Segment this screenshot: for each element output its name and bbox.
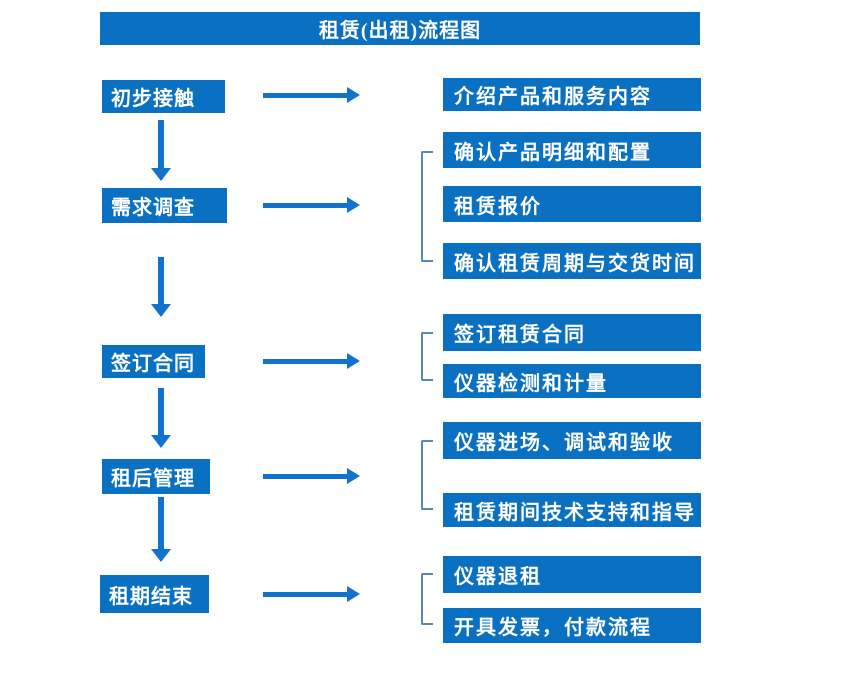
down-arrow-icon-2 [151, 257, 171, 317]
down-arrow-icon-3 [151, 388, 171, 448]
detail-box-instrument-entry-acceptance: 仪器进场、调试和验收 [443, 422, 701, 459]
group-bracket-icon-rental-end [421, 573, 433, 625]
detail-box-instrument-inspection: 仪器检测和计量 [443, 364, 701, 398]
detail-box-confirm-rental-period: 确认租赁周期与交货时间 [443, 243, 701, 279]
group-bracket-icon-sign-contract [421, 332, 433, 381]
stage-box-post-rental-management: 租后管理 [102, 459, 210, 494]
detail-box-invoice-payment: 开具发票，付款流程 [443, 608, 701, 643]
detail-box-confirm-product-details: 确认产品明细和配置 [443, 132, 701, 168]
detail-box-rental-quotation: 租赁报价 [443, 186, 701, 222]
group-bracket-icon-post-rental [421, 440, 433, 510]
right-arrow-icon-1 [263, 87, 360, 103]
detail-box-introduce-products: 介绍产品和服务内容 [443, 78, 701, 111]
right-arrow-icon-5 [263, 586, 360, 602]
down-arrow-icon-4 [151, 497, 171, 562]
stage-box-sign-contract: 签订合同 [102, 345, 205, 378]
detail-box-instrument-return: 仪器退租 [443, 556, 701, 593]
detail-box-technical-support: 租赁期间技术支持和指导 [443, 493, 701, 527]
right-arrow-icon-4 [263, 468, 360, 484]
down-arrow-icon-1 [151, 120, 171, 181]
right-arrow-icon-2 [263, 197, 360, 213]
stage-box-demand-survey: 需求调查 [102, 188, 227, 223]
right-arrow-icon-3 [263, 353, 360, 369]
flowchart-title: 租赁(出租)流程图 [100, 12, 700, 45]
stage-box-rental-period-end: 租期结束 [100, 575, 209, 613]
stage-box-initial-contact: 初步接触 [102, 80, 225, 113]
group-bracket-icon-demand-survey [421, 151, 433, 262]
detail-box-sign-rental-contract: 签订租赁合同 [443, 314, 701, 351]
